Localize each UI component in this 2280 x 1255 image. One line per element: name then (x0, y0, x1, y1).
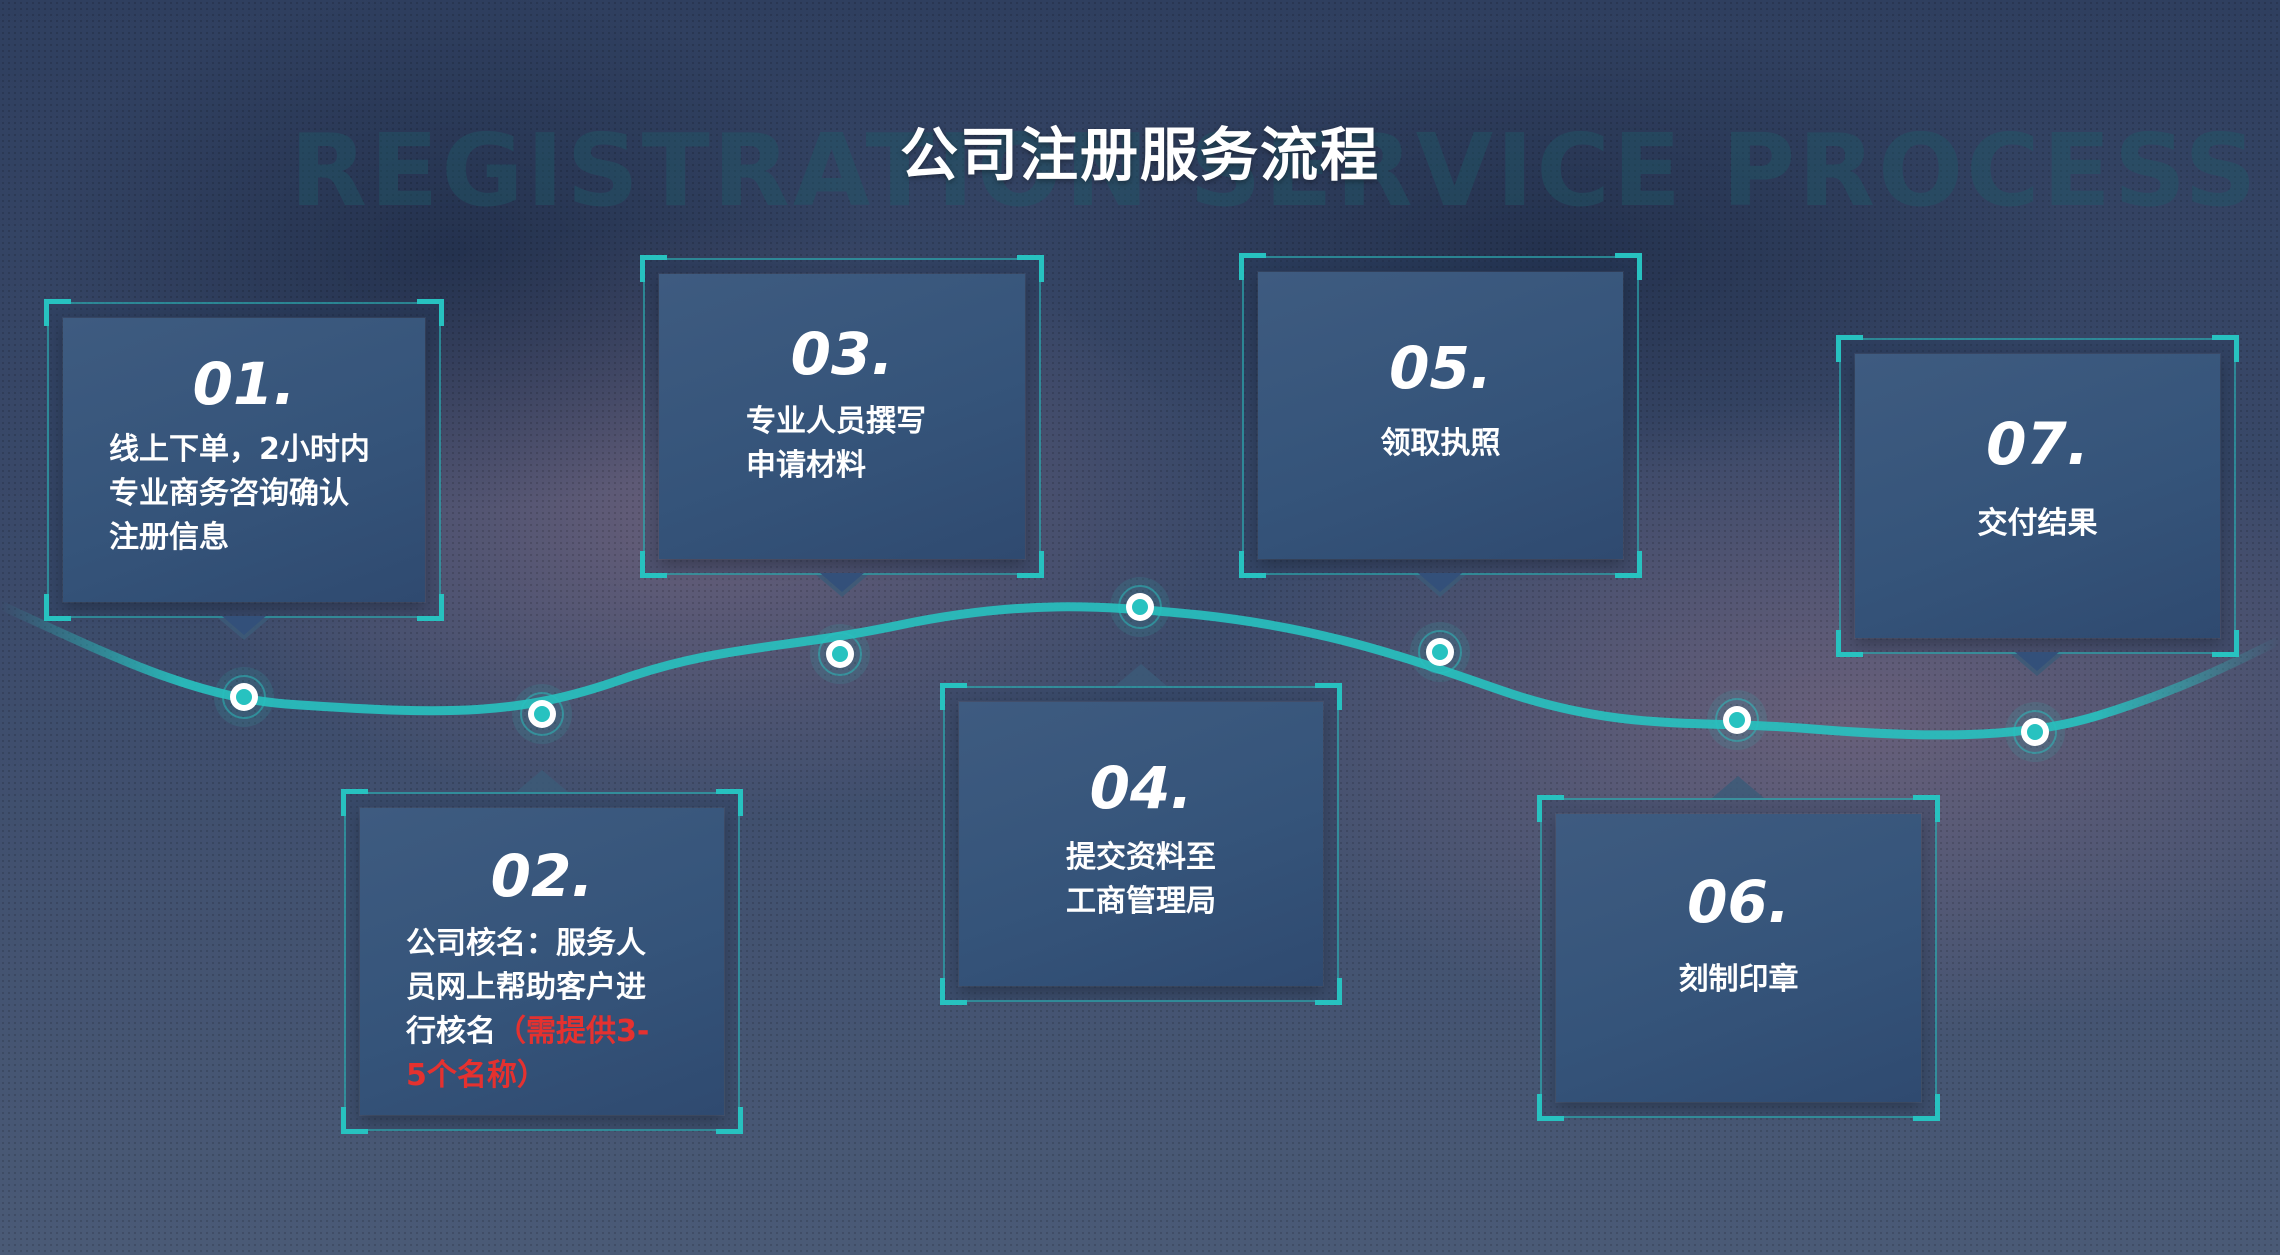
step-number: 04. (1089, 754, 1193, 822)
step-card-3: 03. 专业人员撰写 申请材料 (640, 255, 1044, 597)
step-card-4: 04. 提交资料至 工商管理局 (940, 664, 1342, 1005)
timeline-node-1 (214, 667, 274, 727)
step-card-6: 06. 刻制印章 (1537, 776, 1940, 1121)
step-text-line: 刻制印章 (1678, 962, 1799, 997)
step-card-2: 02. 公司核名：服务人 员网上帮助客户进 行核名（需提供3- 5个名称） (341, 770, 743, 1134)
step-text-line: 专业商务咨询确认 (109, 476, 349, 511)
step-text-line: 行核名 (406, 1014, 496, 1049)
step-card-7: 07. 交付结果 (1836, 335, 2239, 676)
step-card-5: 05. 领取执照 (1239, 253, 1642, 597)
step-text-line: 申请材料 (746, 448, 866, 483)
step-note: （需提供3- (496, 1014, 650, 1049)
timeline-node-3 (810, 624, 870, 684)
step-text-line: 线上下单，2小时内 (109, 432, 370, 467)
step-text-line: 注册信息 (109, 520, 229, 555)
step-text-line: 公司核名：服务人 (406, 926, 646, 961)
step-number: 02. (490, 842, 594, 910)
page-title: 公司注册服务流程 (899, 121, 1380, 189)
step-text-line: 提交资料至 (1066, 840, 1216, 875)
step-card-1: 01. 线上下单，2小时内 专业商务咨询确认 注册信息 (44, 299, 444, 640)
timeline-node-7 (2005, 702, 2065, 762)
step-text-line: 交付结果 (1977, 506, 2098, 541)
step-number: 06. (1687, 868, 1790, 936)
step-text-line: 员网上帮助客户进 (406, 970, 646, 1005)
timeline-node-2 (512, 684, 572, 744)
step-text-line: 工商管理局 (1066, 884, 1216, 919)
ghost-subtitle: REGISTRATION SERVICE PROCESS (290, 112, 2260, 229)
step-number: 07. (1986, 410, 2089, 478)
timeline-node-5 (1410, 622, 1470, 682)
step-note: 5个名称） (406, 1058, 547, 1093)
step-text-line: 专业人员撰写 (746, 404, 926, 439)
step-number: 05. (1389, 334, 1492, 402)
step-number: 01. (192, 350, 296, 418)
timeline-node-4 (1110, 577, 1170, 637)
step-text-line: 领取执照 (1380, 426, 1501, 461)
timeline-node-6 (1707, 690, 1767, 750)
step-number: 03. (790, 320, 894, 388)
